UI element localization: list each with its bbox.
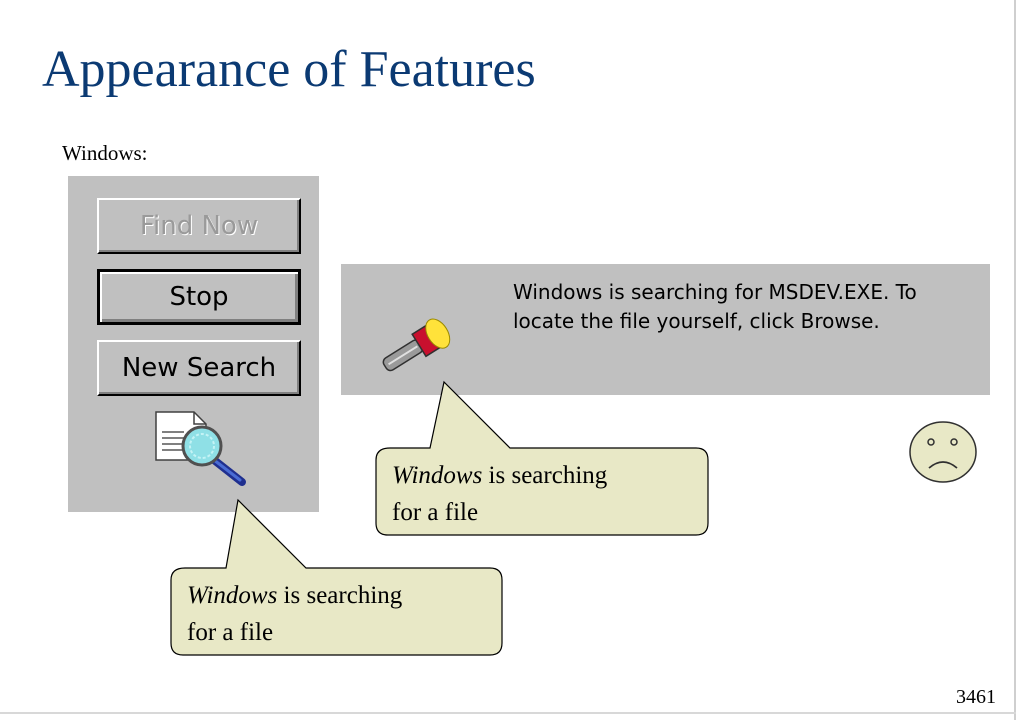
new-search-button[interactable]: New Search <box>97 340 301 396</box>
flashlight-icon <box>382 318 451 372</box>
search-status-bar: Windows is searching for MSDEV.EXE. To l… <box>341 264 990 395</box>
slide-right-edge <box>1014 0 1016 720</box>
callout-emphasis: Windows <box>187 582 278 609</box>
callout-emphasis: Windows <box>392 462 483 489</box>
slide-title: Appearance of Features <box>42 41 536 98</box>
magnifier-document-icon <box>155 411 246 486</box>
callout-text-status: Windows is searching for a file <box>392 457 692 531</box>
callout-line2: for a file <box>392 499 479 526</box>
page-number: 3461 <box>956 686 996 708</box>
windows-subheading: Windows: <box>62 141 148 165</box>
stop-button[interactable]: Stop <box>97 269 301 325</box>
find-dialog-panel: Find Now Stop New Search <box>68 176 319 512</box>
slide-bottom-edge <box>0 712 1016 714</box>
callout-line2: for a file <box>187 619 274 646</box>
callout-line1-rest: is searching <box>277 582 403 609</box>
find-now-button[interactable]: Find Now <box>97 198 301 254</box>
frown-face-icon <box>909 421 977 483</box>
callout-line1-rest: is searching <box>482 462 608 489</box>
search-status-message: Windows is searching for MSDEV.EXE. To l… <box>513 280 917 333</box>
callout-text-panel: Windows is searching for a file <box>187 577 487 651</box>
